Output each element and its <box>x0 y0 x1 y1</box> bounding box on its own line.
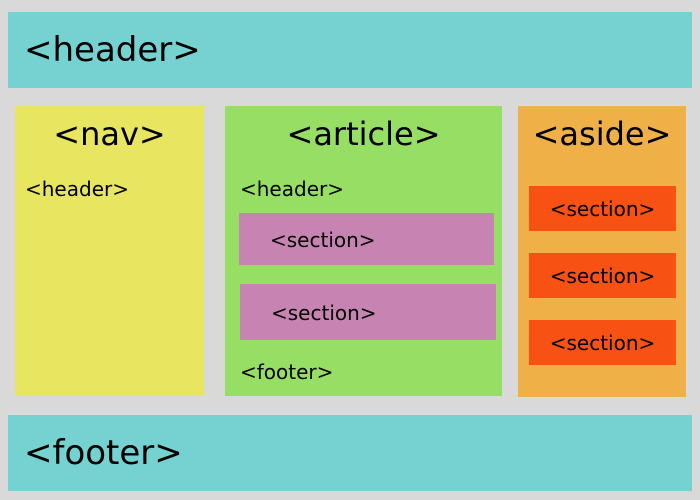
article-block: <article> <header> <section> <section> <… <box>225 106 502 396</box>
aside-block: <aside> <section> <section> <section> <box>518 106 686 397</box>
page-header-label: <header> <box>24 30 201 70</box>
page-footer-label: <footer> <box>24 433 183 473</box>
aside-section-block: <section> <box>529 253 676 298</box>
article-section-label: <section> <box>271 301 377 325</box>
nav-title: <nav> <box>53 115 166 153</box>
article-header-label: <header> <box>240 177 344 201</box>
aside-title: <aside> <box>532 115 672 153</box>
nav-header-label: <header> <box>25 177 129 201</box>
article-section-label: <section> <box>270 228 376 252</box>
article-footer-label: <footer> <box>240 360 334 384</box>
aside-section-label: <section> <box>549 331 656 355</box>
page-header-block: <header> <box>8 12 692 88</box>
nav-block: <nav> <header> <box>15 106 204 395</box>
aside-section-label: <section> <box>549 264 656 288</box>
aside-section-block: <section> <box>529 320 676 365</box>
article-section-block: <section> <box>239 213 494 265</box>
article-section-block: <section> <box>240 284 496 340</box>
aside-section-label: <section> <box>549 197 656 221</box>
page-footer-block: <footer> <box>8 415 692 491</box>
aside-section-block: <section> <box>529 186 676 231</box>
article-title: <article> <box>286 115 441 153</box>
